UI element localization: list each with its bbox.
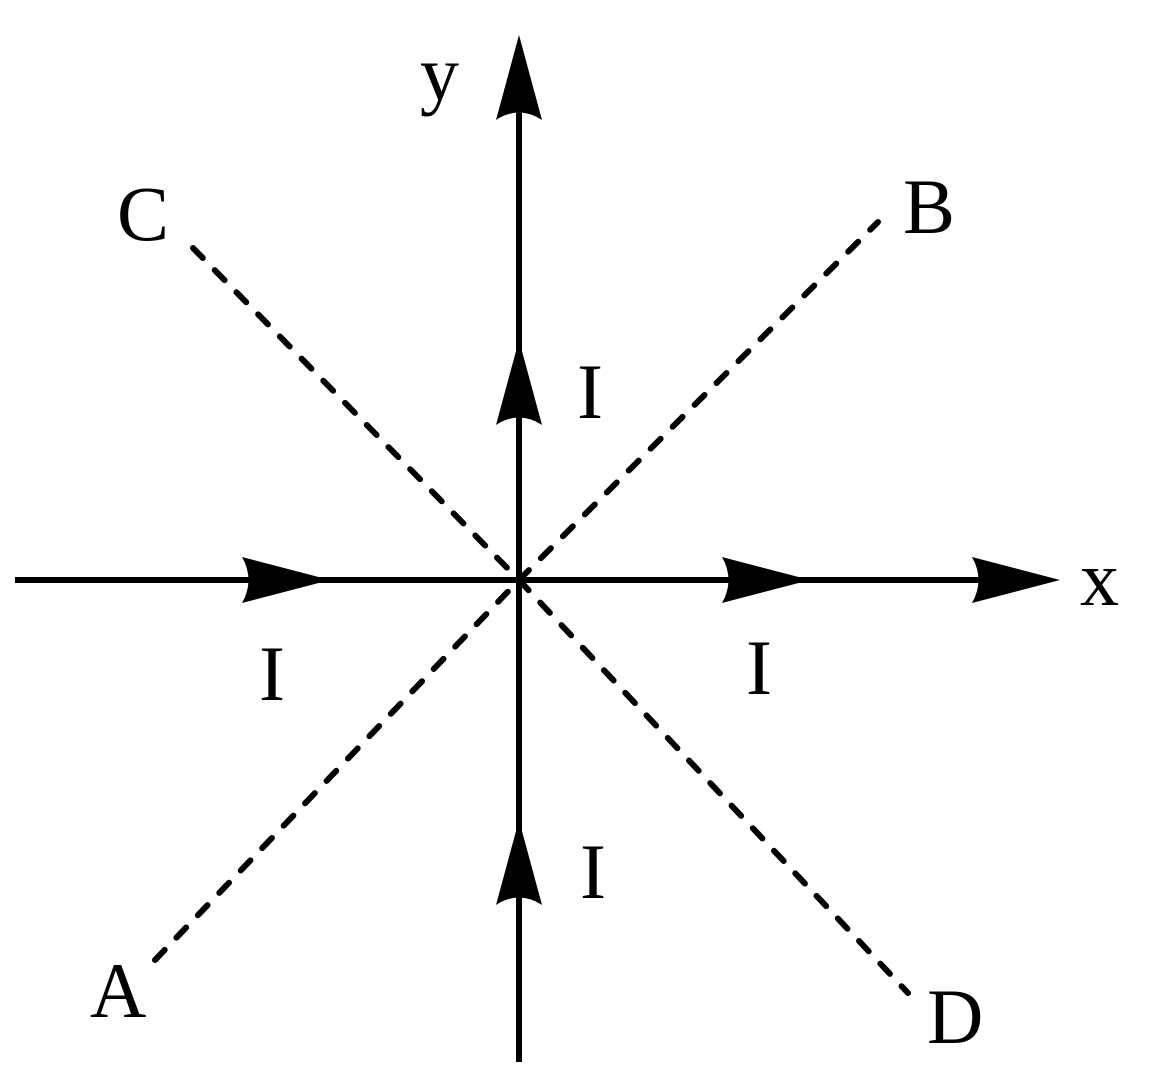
point-a-label: A: [90, 947, 146, 1034]
dashed-line-d: [516, 577, 911, 996]
arrow-right-wire-icon: [722, 557, 810, 603]
dashed-line-c: [190, 245, 522, 583]
dashed-line-b: [516, 219, 881, 583]
current-top-label: I: [577, 348, 603, 435]
point-c-label: C: [117, 170, 169, 257]
arrow-top-wire-icon: [496, 340, 542, 425]
dashed-line-a: [152, 577, 522, 963]
current-bottom-label: I: [580, 828, 606, 915]
point-d-label: D: [927, 973, 983, 1060]
x-axis-label: x: [1080, 535, 1119, 622]
y-axis-label: y: [420, 30, 459, 117]
y-axis-arrow-icon: [496, 35, 542, 120]
point-b-label: B: [903, 163, 955, 250]
arrow-bottom-wire-icon: [496, 820, 542, 905]
arrow-left-wire-icon: [242, 557, 330, 603]
current-left-label: I: [259, 630, 285, 717]
current-right-label: I: [746, 624, 772, 711]
x-axis-arrow-icon: [972, 557, 1060, 603]
